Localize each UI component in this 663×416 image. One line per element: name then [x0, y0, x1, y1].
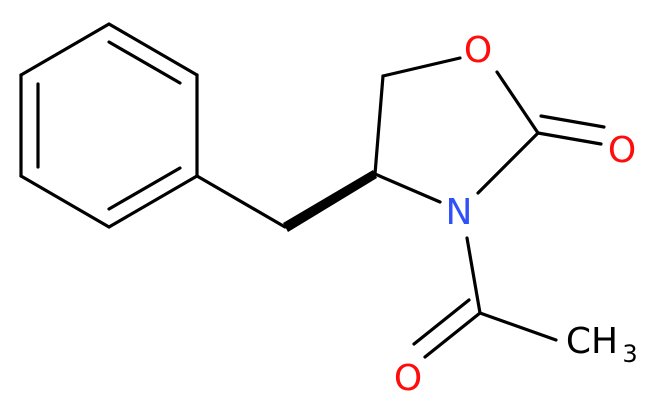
bond-n3-c4	[373, 172, 442, 204]
oxazolidinone-ring	[373, 56, 540, 204]
acetyl-oxygen-label: O	[394, 358, 422, 399]
bond-benzyl-ch2	[195, 174, 287, 229]
wedge-bond	[283, 170, 377, 232]
bond-c4-c5	[373, 74, 385, 176]
ring-oxygen-label: O	[464, 30, 492, 71]
bond-c2-n3	[476, 131, 540, 195]
bond-o1-c2	[495, 70, 540, 135]
bond-benzene-4	[19, 174, 111, 229]
benzene-ring	[19, 22, 199, 229]
bond-carbonyl	[536, 114, 606, 146]
bond-acetyl-carbonyl	[412, 298, 482, 359]
carbonyl-oxygen-label: O	[608, 130, 636, 171]
bond-n-acetyl	[465, 236, 482, 315]
bond-c5-o1	[381, 56, 462, 78]
methyl-subscript: 3	[622, 340, 637, 368]
bond-benzene-6	[19, 22, 111, 77]
bond-benzene-1	[107, 22, 199, 77]
methyl-label: CH	[566, 321, 618, 362]
bond-carbonyl-a	[536, 131, 603, 146]
bond-benzene-3	[107, 174, 199, 229]
bond-benzene-inner-2	[107, 166, 182, 211]
bond-carbonyl-b	[539, 114, 606, 129]
bond-acetyl-co-a	[423, 311, 482, 359]
bond-acetyl-methyl	[478, 311, 558, 342]
nitrogen-label: N	[446, 192, 473, 233]
bond-benzene-inner-1	[107, 40, 182, 85]
bond-acetyl-co-b	[412, 298, 471, 346]
